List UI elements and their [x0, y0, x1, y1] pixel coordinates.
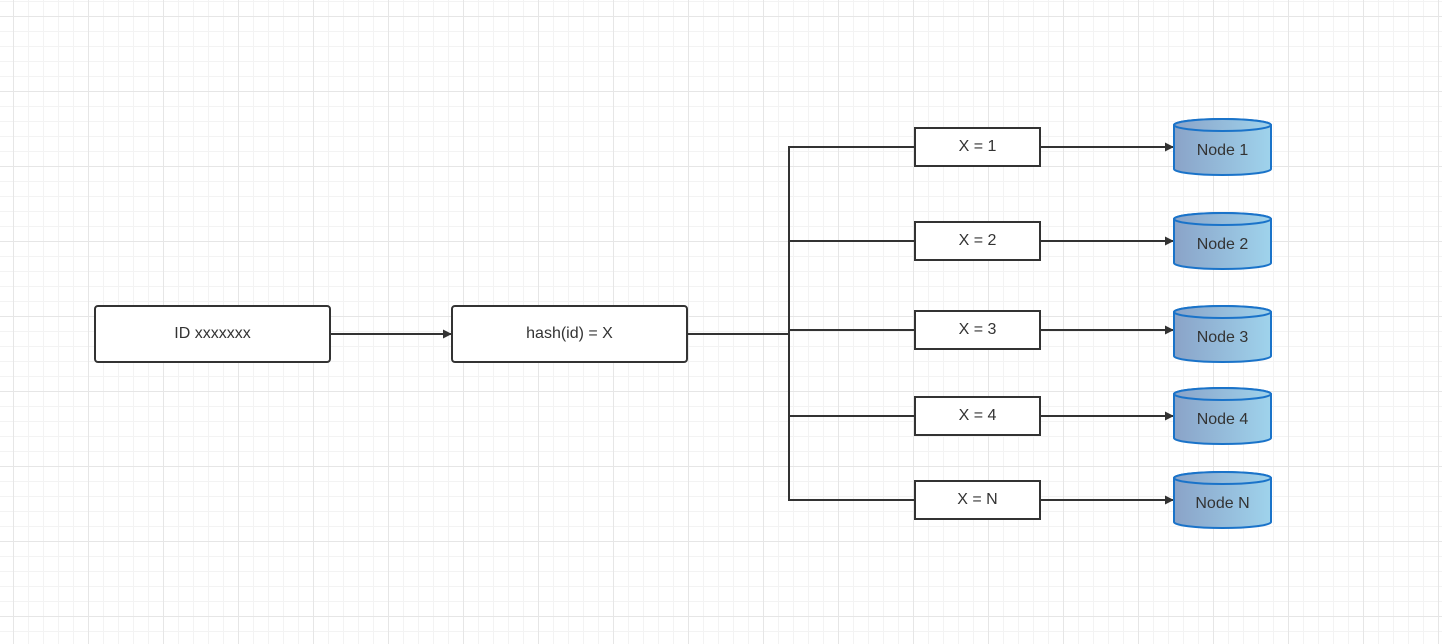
source-box[interactable]: ID xxxxxxx [94, 305, 331, 363]
database-label-5: Node N [1195, 495, 1249, 512]
condition-box-5[interactable]: X = N [914, 480, 1041, 520]
database-top [1173, 471, 1272, 485]
database-top [1173, 305, 1272, 319]
database-top [1173, 212, 1272, 226]
node-edges [1040, 142, 1174, 505]
database-node-2[interactable]: Node 2 [1173, 212, 1272, 270]
database-label-3: Node 3 [1197, 329, 1249, 346]
database-node-5[interactable]: Node N [1173, 471, 1272, 529]
condition-label-1: X = 1 [959, 138, 997, 155]
database-label-1: Node 1 [1197, 142, 1249, 159]
condition-box-3[interactable]: X = 3 [914, 310, 1041, 350]
condition-label-2: X = 2 [959, 232, 997, 249]
database-node-1[interactable]: Node 1 [1173, 118, 1272, 176]
database-label-2: Node 2 [1197, 236, 1249, 253]
condition-boxes: X = 1 X = 2 X = 3 X = 4 X = N [914, 127, 1041, 520]
condition-box-4[interactable]: X = 4 [914, 396, 1041, 436]
branch-edges [687, 146, 915, 501]
condition-box-1[interactable]: X = 1 [914, 127, 1041, 167]
condition-box-2[interactable]: X = 2 [914, 221, 1041, 261]
database-top [1173, 387, 1272, 401]
database-nodes: Node 1 Node 2 Node 3 Node 4 Node N [1173, 118, 1272, 529]
source-box-label: ID xxxxxxx [174, 325, 250, 342]
database-node-4[interactable]: Node 4 [1173, 387, 1272, 445]
condition-label-5: X = N [957, 491, 997, 508]
hash-box[interactable]: hash(id) = X [451, 305, 688, 363]
database-node-3[interactable]: Node 3 [1173, 305, 1272, 363]
edge-hash-to-condition-2 [687, 240, 915, 335]
hash-box-label: hash(id) = X [526, 325, 613, 342]
database-top [1173, 118, 1272, 132]
edge-hash-to-condition-4 [687, 333, 915, 417]
edge-hash-to-condition-5 [687, 333, 915, 501]
condition-label-4: X = 4 [959, 407, 997, 424]
condition-label-3: X = 3 [959, 321, 997, 338]
database-label-4: Node 4 [1197, 411, 1249, 428]
